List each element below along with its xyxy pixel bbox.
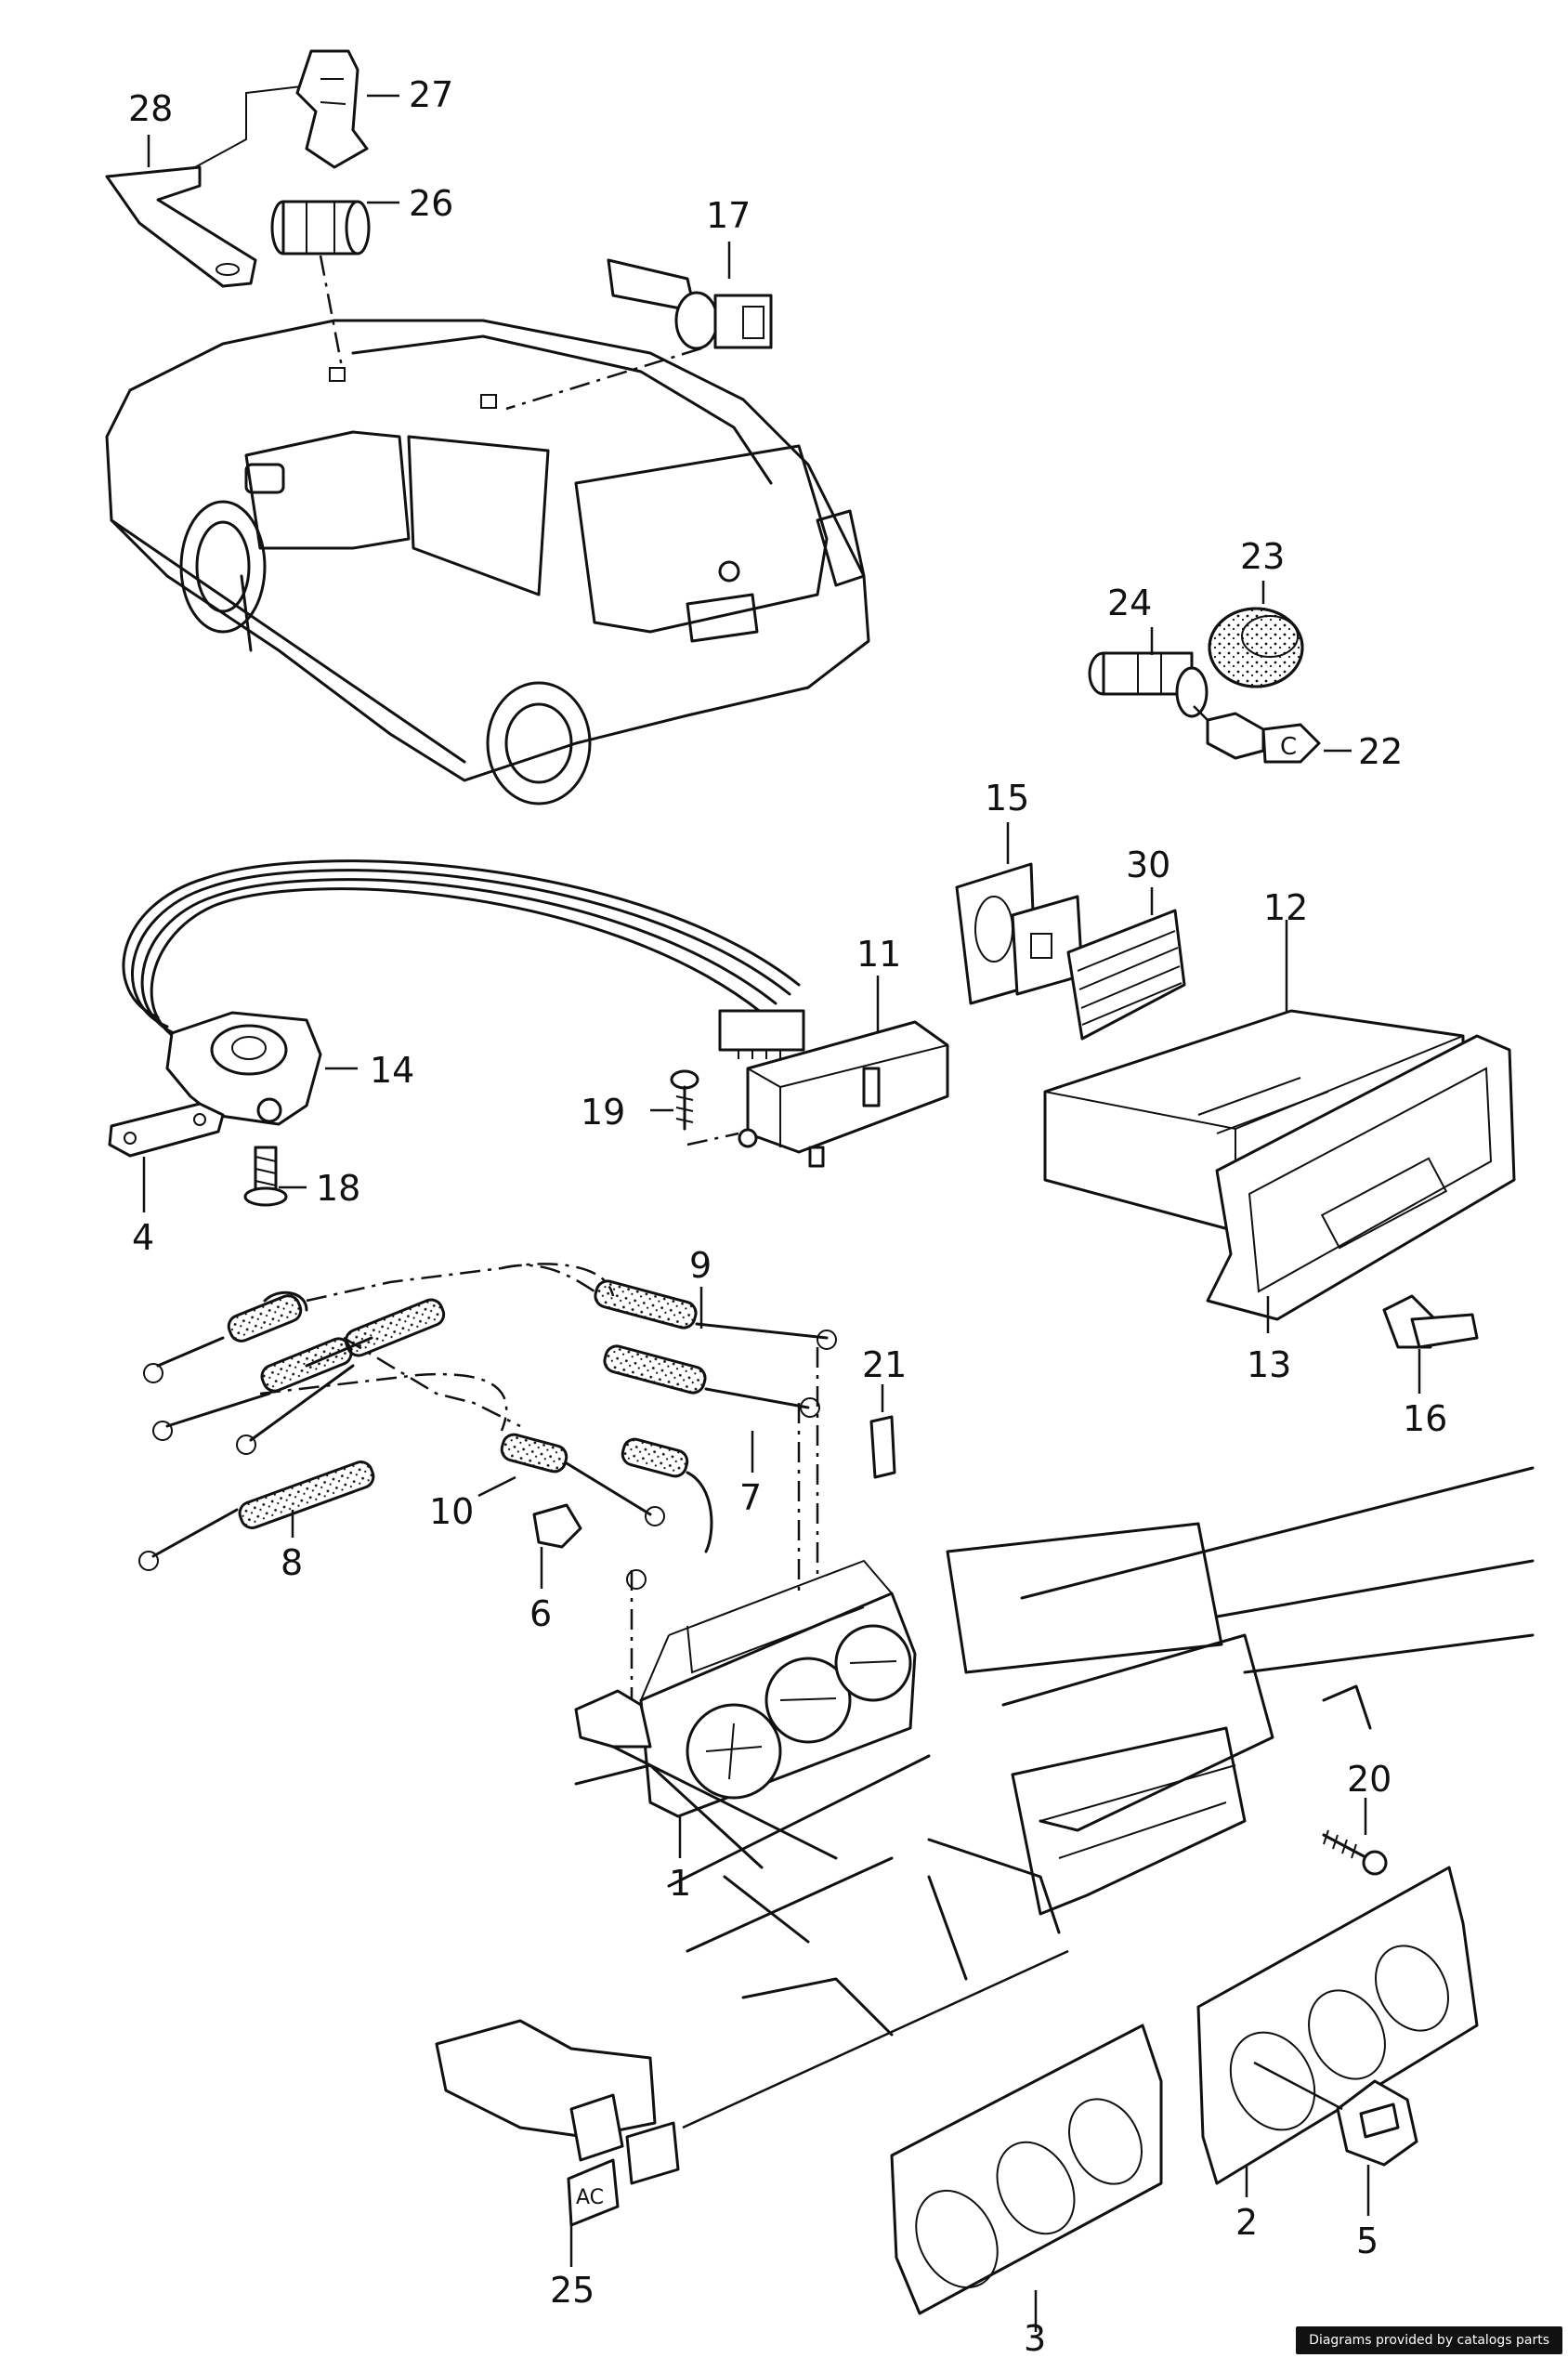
screw-19 — [670, 1069, 699, 1131]
callout-3: 3 — [1024, 2318, 1046, 2358]
cap-23 — [1208, 607, 1304, 688]
actuator-14 — [165, 1011, 322, 1126]
callout-9: 9 — [689, 1245, 712, 1286]
callout-21: 21 — [862, 1344, 907, 1385]
callout-8: 8 — [281, 1542, 303, 1583]
knob-22: C — [1206, 712, 1321, 764]
callout-7: 7 — [739, 1477, 762, 1518]
callout-13: 13 — [1247, 1344, 1291, 1385]
grille-30 — [1066, 909, 1186, 1041]
leader-lines — [142, 94, 1421, 2332]
ac-button-label: AC — [576, 2186, 604, 2209]
sensor-26 — [270, 200, 371, 255]
callout-17: 17 — [706, 195, 751, 236]
screw-18 — [243, 1146, 288, 1207]
knob-5 — [1336, 2079, 1418, 2167]
panel-2 — [1196, 1866, 1479, 2185]
callout-19: 19 — [581, 1092, 625, 1133]
panel-3 — [890, 2024, 1163, 2315]
callout-12: 12 — [1263, 887, 1308, 928]
dashboard — [574, 1466, 1535, 2037]
callout-14: 14 — [370, 1050, 414, 1091]
callout-30: 30 — [1126, 845, 1170, 885]
svg-text:C: C — [1280, 733, 1297, 761]
bulb-16 — [1382, 1294, 1479, 1349]
faceplate-13 — [1206, 1034, 1516, 1321]
cable-harness — [122, 859, 805, 1059]
callout-16: 16 — [1403, 1398, 1447, 1439]
callout-23: 23 — [1240, 536, 1285, 577]
callout-18: 18 — [316, 1168, 360, 1209]
switch-assembly-25: AC — [435, 2019, 680, 2227]
lighter-24 — [1088, 651, 1209, 718]
callout-4: 4 — [132, 1217, 154, 1258]
screw-20 — [1322, 1829, 1388, 1876]
clip-21 — [869, 1415, 896, 1479]
plate-4 — [108, 1102, 225, 1158]
car-illustration — [105, 319, 870, 806]
clip-6 — [532, 1503, 582, 1549]
callout-1: 1 — [669, 1863, 691, 1904]
bowden-cables — [138, 1263, 837, 1719]
callout-20: 20 — [1347, 1759, 1392, 1800]
callout-25: 25 — [550, 2270, 595, 2311]
watermark-label: Diagrams provided by catalogs parts — [1296, 2326, 1562, 2354]
control-unit-11 — [738, 1020, 949, 1168]
callout-27: 27 — [409, 74, 453, 115]
callout-24: 24 — [1107, 583, 1152, 623]
callout-22: 22 — [1358, 731, 1403, 772]
callout-6: 6 — [529, 1593, 552, 1634]
callout-10: 10 — [429, 1491, 474, 1532]
callout-11: 11 — [856, 934, 901, 975]
callout-28: 28 — [128, 88, 173, 129]
bracket-28 — [105, 83, 326, 288]
callout-5: 5 — [1356, 2220, 1379, 2261]
clip-27 — [295, 49, 369, 169]
switch-15 — [955, 862, 1084, 1005]
callout-15: 15 — [985, 778, 1029, 819]
callout-26: 26 — [409, 183, 453, 224]
callout-2: 2 — [1235, 2202, 1258, 2243]
callout-labels: 28 27 26 17 23 24 22 15 30 12 11 14 19 4… — [128, 74, 1447, 2358]
control-head-1 — [574, 1559, 917, 1818]
sensor-17 — [607, 258, 773, 350]
